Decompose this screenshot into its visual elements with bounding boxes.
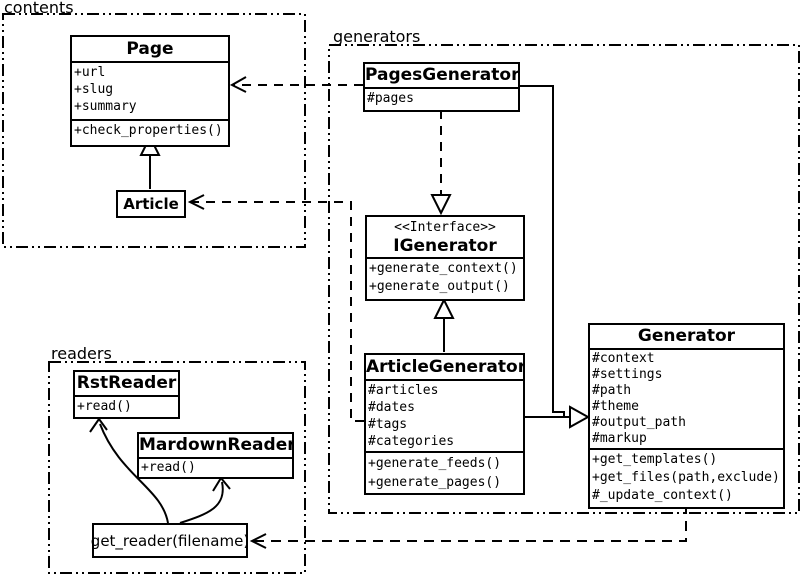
dependency-arrow-generator-to-getreader xyxy=(249,504,687,549)
class-page-attributes: +url +slug +summary xyxy=(72,61,228,119)
class-page: Page +url +slug +summary +check_properties… xyxy=(70,35,230,147)
member-line: +slug xyxy=(74,82,114,97)
class-page-title: Page xyxy=(126,39,174,59)
arrow-getreader-to-markdownreader xyxy=(179,476,231,524)
member-line: #path xyxy=(592,383,632,398)
member-line: #dates xyxy=(368,400,415,415)
function-box-get-reader: get_reader(filename) xyxy=(90,523,250,558)
package-label-readers: readers xyxy=(51,344,112,363)
member-line: +get_files(path,exclude) xyxy=(592,470,780,485)
class-generator-title: Generator xyxy=(637,326,736,346)
class-articlegenerator-attributes: #articles #dates #tags #categories xyxy=(366,379,523,451)
member-line: #categories xyxy=(368,434,455,449)
member-line: #context xyxy=(592,351,655,366)
class-article-title: Article xyxy=(123,195,179,213)
dependency-arrow-pagesgenerator-to-page xyxy=(229,76,363,93)
realization-arrow-pagesgenerator-to-igenerator xyxy=(430,110,452,216)
function-box-label: get_reader(filename) xyxy=(90,531,250,550)
class-markdownreader-methods: +read() xyxy=(139,457,292,477)
member-line: +generate_output() xyxy=(369,279,510,294)
member-line: #articles xyxy=(368,383,439,398)
interface-igenerator: <<Interface>> IGenerator +generate_conte… xyxy=(365,215,525,301)
member-line: +read() xyxy=(77,399,132,414)
class-article: Article xyxy=(116,190,186,218)
member-line: #pages xyxy=(367,91,414,106)
member-line: +generate_feeds() xyxy=(368,456,502,471)
member-line: +read() xyxy=(141,460,196,475)
member-line: +generate_pages() xyxy=(368,475,502,490)
package-frame-generators xyxy=(328,44,800,514)
interface-igenerator-header: <<Interface>> IGenerator xyxy=(367,217,523,257)
member-line: +generate_context() xyxy=(369,261,518,276)
class-generator-methods: +get_templates() +get_files(path,exclude)… xyxy=(590,448,783,507)
class-articlegenerator: ArticleGenerator #articles #dates #tags #ca… xyxy=(364,353,525,495)
member-line: #output_path xyxy=(592,415,686,430)
package-frame-readers xyxy=(48,361,306,574)
class-markdownreader: MardownReader +read() xyxy=(137,432,294,479)
inheritance-arrow-generators-to-generator xyxy=(520,85,591,429)
member-line: #tags xyxy=(368,417,408,432)
class-rstreader-title: RstReader xyxy=(76,373,177,393)
class-pagesgenerator-attributes: #pages xyxy=(365,87,518,110)
package-label-contents: contents xyxy=(4,0,74,17)
package-label-generators: generators xyxy=(333,27,421,46)
class-generator-attributes: #context#settings#path#theme#output_path… xyxy=(590,348,783,448)
class-rstreader: RstReader +read() xyxy=(73,370,180,419)
class-page-methods: +check_properties() xyxy=(72,119,228,145)
class-rstreader-methods: +read() xyxy=(75,395,178,417)
member-line: #theme xyxy=(592,399,639,414)
inheritance-arrow-articlegenerator-to-igenerator xyxy=(433,297,455,352)
member-line: +get_templates() xyxy=(592,452,718,467)
class-pagesgenerator-title: PagesGenerator xyxy=(365,65,518,85)
class-markdownreader-title: MardownReader xyxy=(139,435,292,455)
member-line: #_update_context() xyxy=(592,488,733,503)
member-line: +check_properties() xyxy=(74,123,223,138)
dependency-arrow-articlegenerator-to-article xyxy=(187,194,364,422)
interface-igenerator-title: IGenerator xyxy=(393,236,497,256)
arrow-getreader-to-rstreader xyxy=(89,417,169,524)
interface-stereotype: <<Interface>> xyxy=(394,220,496,235)
package-frame-contents xyxy=(2,13,306,248)
class-pagesgenerator: PagesGenerator #pages xyxy=(363,62,520,112)
member-line: +url xyxy=(74,65,106,80)
member-line: +summary xyxy=(74,99,137,114)
class-articlegenerator-methods: +generate_feeds() +generate_pages() xyxy=(366,451,523,493)
class-generator: Generator #context#settings#path#theme#o… xyxy=(588,323,785,509)
member-line: #settings xyxy=(592,367,663,382)
member-line: #markup xyxy=(592,431,647,446)
class-articlegenerator-title: ArticleGenerator xyxy=(366,357,523,377)
interface-igenerator-methods: +generate_context() +generate_output() xyxy=(367,257,523,299)
